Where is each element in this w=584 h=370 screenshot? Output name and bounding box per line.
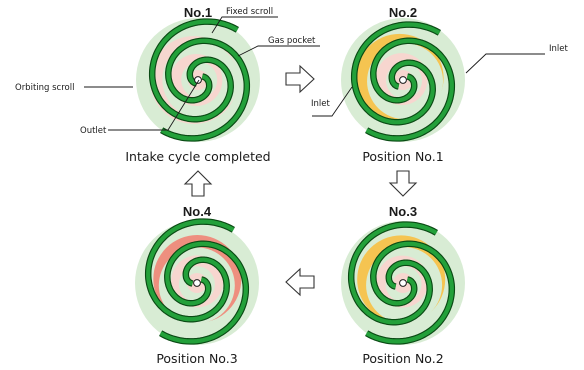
arrow-left-icon [285, 267, 315, 297]
orbiting-scroll-wall [352, 22, 441, 125]
callout-gas-pocket-label: Gas pocket [268, 36, 316, 46]
stage-caption-1: Intake cycle completed [125, 149, 270, 164]
outlet-port [194, 76, 202, 84]
arrow-up-icon [183, 170, 213, 197]
callout-fixed-scroll-label: Fixed scroll [226, 7, 273, 17]
callout-inlet-right-label: Inlet [549, 44, 568, 54]
callout-gas-pocket: Gas pocket [237, 36, 320, 57]
callout-fixed-scroll: Fixed scroll [211, 7, 278, 34]
scroll-unit-1 [136, 18, 260, 142]
callout-outlet-label: Outlet [80, 126, 107, 136]
stage-caption-4: Position No.3 [156, 351, 237, 366]
stage-title-4: No.4 [183, 204, 212, 219]
stage-panel-2: No.2 Position No.1 [341, 5, 465, 164]
scroll-unit-2 [341, 18, 465, 142]
outlet-port [399, 76, 407, 84]
stage-title-2: No.2 [389, 5, 417, 20]
stage-caption-2: Position No.1 [362, 149, 443, 164]
stage-panel-4: No.4 Position No.3 [135, 204, 259, 366]
outlet-port [399, 279, 407, 287]
stage-title-3: No.3 [389, 204, 417, 219]
orbiting-scroll-wall [150, 19, 239, 122]
orbiting-scroll-wall [349, 222, 438, 325]
stage-panel-3: No.3 Position No.2 [341, 204, 465, 366]
stage-panel-1: No.1 Intake cycle completed [125, 5, 270, 164]
scroll-unit-3 [341, 221, 465, 345]
fixed-scroll-wall [160, 38, 249, 141]
stage-title-1: No.1 [184, 5, 212, 20]
arrow-right-icon [285, 64, 315, 94]
fixed-scroll-wall [365, 38, 454, 141]
callout-orbiting-scroll: Orbiting scroll [15, 83, 133, 93]
fixed-scroll-wall [365, 241, 454, 344]
callout-orbiting-scroll-label: Orbiting scroll [15, 83, 74, 93]
callout-inlet-right: Inlet [465, 44, 568, 74]
stage-caption-3: Position No.2 [362, 351, 443, 366]
callout-inlet-left: Inlet [311, 86, 353, 117]
scroll-unit-4 [135, 218, 259, 345]
callout-inlet-left-label: Inlet [311, 99, 330, 109]
fixed-scroll-wall [159, 241, 248, 344]
arrow-down-icon [388, 170, 418, 197]
callout-outlet: Outlet [80, 79, 200, 136]
orbiting-scroll-wall [146, 219, 235, 322]
outlet-port [193, 279, 201, 287]
